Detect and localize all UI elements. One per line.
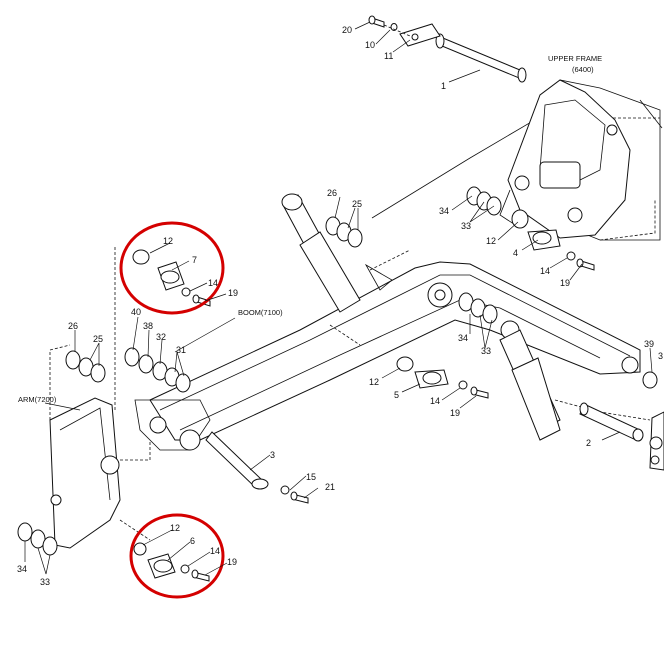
part-label: 34 — [458, 333, 468, 343]
highlight-ring-pin-6 — [129, 513, 225, 599]
part-label: 12 — [170, 523, 180, 533]
part-label: 6 — [190, 536, 195, 546]
part-label: 26 — [327, 188, 337, 198]
part-label: 25 — [352, 199, 362, 209]
part-label: 1 — [441, 81, 446, 91]
shim-washers-arm-bottom — [17, 522, 58, 556]
part-label: 7 — [192, 255, 197, 265]
part-label: 40 — [131, 307, 141, 317]
part-label: 14 — [210, 546, 220, 556]
caption-boom: BOOM(7100) — [238, 308, 283, 317]
arm-cylinder — [499, 329, 651, 441]
part-label: 26 — [68, 321, 78, 331]
part-label: 4 — [513, 248, 518, 258]
boom-cylinder — [281, 193, 361, 313]
pin-2-group — [579, 371, 664, 471]
part-label: 25 — [93, 334, 103, 344]
shim-washers-left — [124, 347, 191, 393]
part-label: 14 — [540, 266, 550, 276]
part-label: 19 — [227, 557, 237, 567]
part-label: 39 — [644, 339, 654, 349]
part-label: 33 — [461, 221, 471, 231]
part-label: 34 — [17, 564, 27, 574]
part-label: 14 — [430, 396, 440, 406]
caption-upper-frame-code: (6400) — [572, 65, 594, 74]
part-label: 33 — [481, 346, 491, 356]
part-label: 14 — [208, 278, 218, 288]
part-number-labels: 20 10 11 1 26 25 34 33 12 4 14 19 12 7 1… — [17, 25, 663, 587]
part-label: 21 — [325, 482, 335, 492]
shim-washers-center — [325, 216, 363, 248]
part-label: 12 — [163, 236, 173, 246]
part-label: 2 — [586, 438, 591, 448]
part-label: 3 — [658, 351, 663, 361]
pin-7-group — [132, 249, 211, 307]
caption-upper-frame: UPPER FRAME — [548, 54, 602, 63]
arm-assembly — [49, 245, 211, 549]
pin-1-group — [368, 15, 527, 83]
boom-assembly — [149, 249, 641, 441]
part-label: 20 — [342, 25, 352, 35]
caption-arm: ARM(7200) — [18, 395, 57, 404]
part-label: 11 — [384, 51, 393, 61]
upper-frame-assembly — [371, 79, 663, 241]
part-label: 19 — [560, 278, 570, 288]
part-label: 5 — [394, 390, 399, 400]
pin-5-group — [396, 356, 489, 399]
pin-6-group — [133, 542, 210, 582]
part-label: 19 — [450, 408, 460, 418]
part-label: 15 — [306, 472, 316, 482]
part-label: 38 — [143, 321, 153, 331]
part-label: 10 — [365, 40, 375, 50]
shim-washers-mid — [458, 292, 498, 324]
leader-lines — [24, 21, 653, 576]
part-label: 33 — [40, 577, 50, 587]
highlight-ring-pin-7 — [119, 221, 225, 315]
part-label: 31 — [176, 345, 186, 355]
pin-3-group — [205, 431, 309, 504]
shim-washers-arm-top — [65, 350, 106, 383]
part-label: 12 — [369, 377, 379, 387]
part-label: 3 — [270, 450, 275, 460]
part-label: 12 — [486, 236, 496, 246]
part-label: 32 — [156, 332, 166, 342]
part-label: 19 — [228, 288, 238, 298]
part-label: 34 — [439, 206, 449, 216]
